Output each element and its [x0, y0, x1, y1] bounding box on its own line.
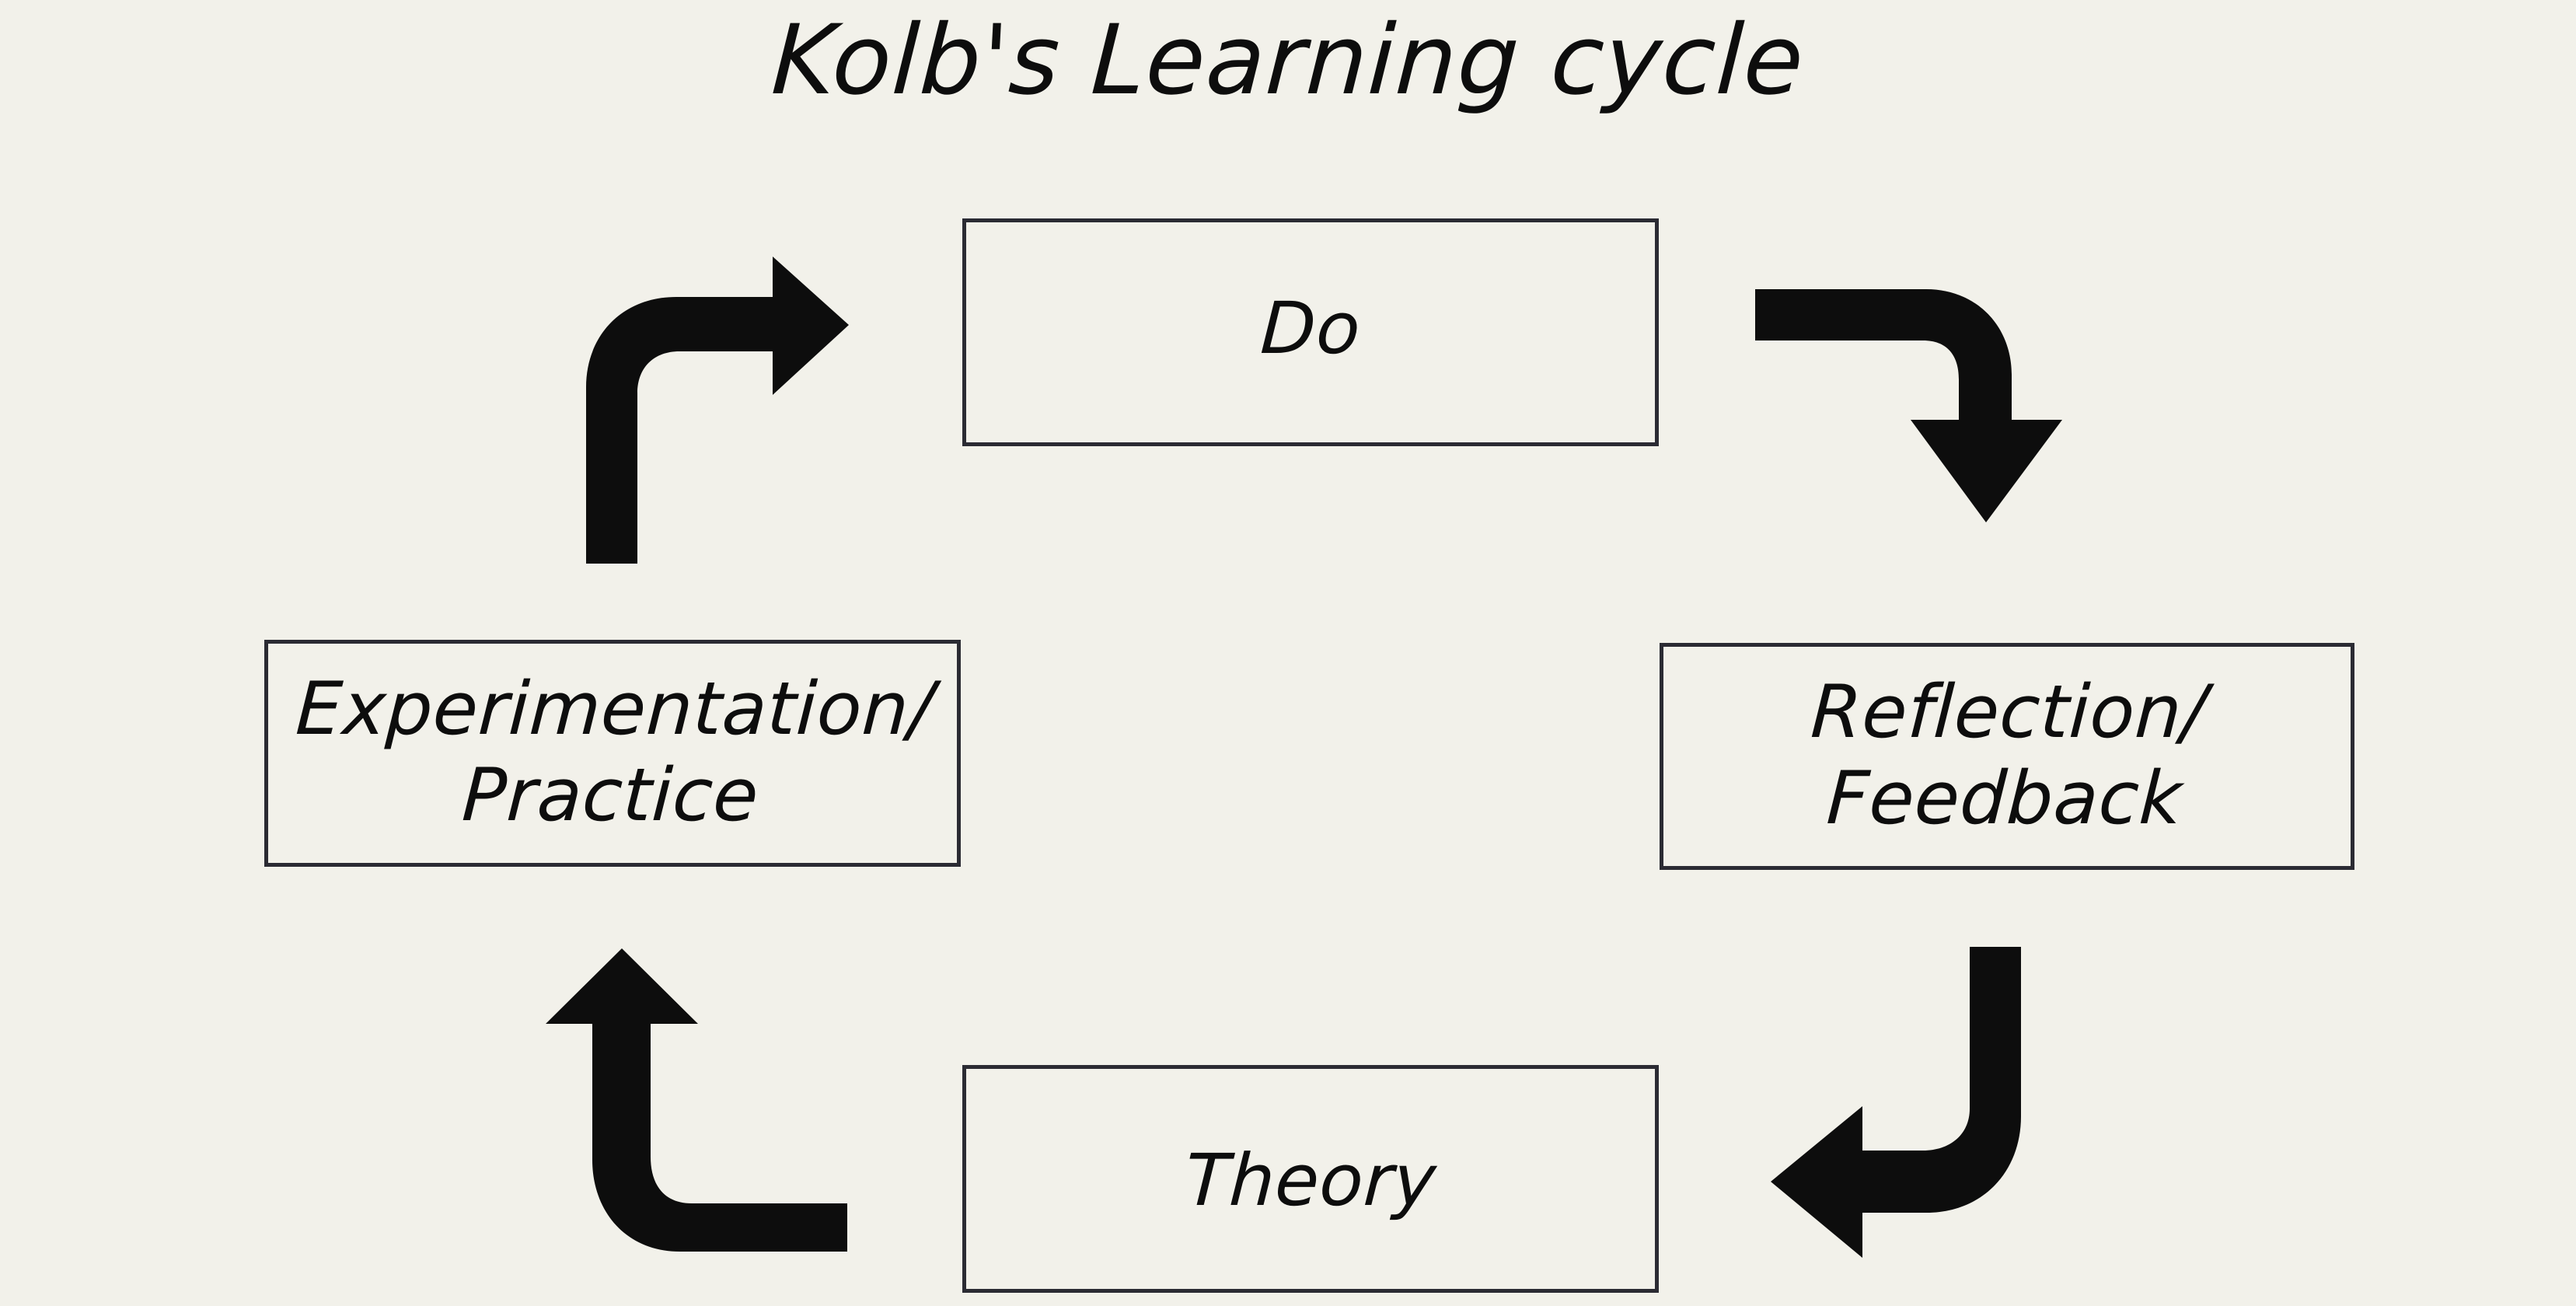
arrow-elbow-right-icon: [586, 257, 849, 564]
node-reflection-feedback-label: Reflection/ Feedback: [1809, 670, 2210, 841]
node-do[interactable]: Do: [962, 218, 1659, 446]
node-reflection-feedback[interactable]: Reflection/ Feedback: [1660, 643, 2354, 870]
arrow-do-to-reflection: [1755, 289, 2066, 577]
arrow-elbow-down-icon: [1755, 289, 2062, 522]
page-title: Kolb's Learning cycle: [769, 5, 1807, 117]
arrow-reflection-to-theory: [1771, 947, 2074, 1258]
arrow-elbow-up-icon: [546, 948, 847, 1252]
arrow-experiment-to-do: [577, 257, 853, 564]
node-experimentation-practice[interactable]: Experimentation/ Practice: [264, 640, 961, 867]
node-theory-label: Theory: [1182, 1139, 1439, 1223]
node-do-label: Do: [1258, 287, 1363, 371]
arrow-theory-to-experiment: [536, 948, 847, 1252]
node-theory[interactable]: Theory: [962, 1065, 1659, 1293]
node-experimentation-practice-label: Experimentation/ Practice: [293, 667, 937, 838]
arrow-elbow-left-icon: [1771, 947, 2021, 1258]
